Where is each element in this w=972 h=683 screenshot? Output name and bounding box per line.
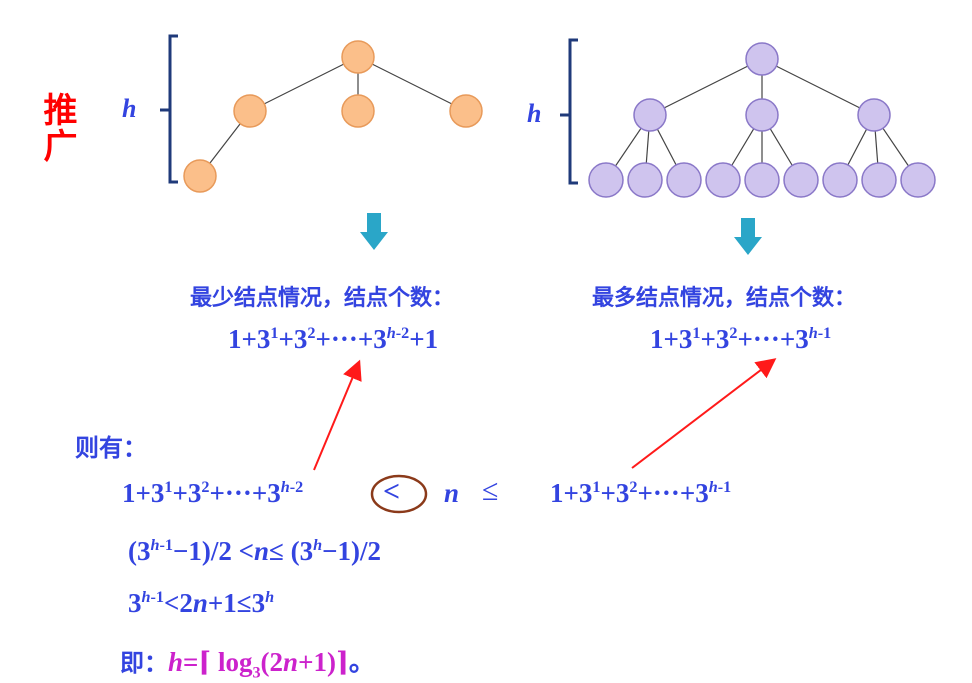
right-tree-node — [822, 162, 858, 198]
right-tree-node — [588, 162, 624, 198]
right-tree-node — [705, 162, 741, 198]
right-tree-node — [744, 162, 780, 198]
right-tree-node — [745, 42, 779, 76]
left-caption: 最少结点情况，结点个数： — [190, 286, 455, 311]
left-height-bracket — [160, 34, 178, 184]
left-down-arrow-icon — [360, 213, 388, 250]
right-formula: 1+31+32+···+3h-1 — [650, 324, 832, 354]
right-tree-node — [857, 98, 891, 132]
inequality-line-3: 3h-1<2n+1≤3h — [128, 588, 275, 618]
right-tree-node — [627, 162, 663, 198]
less-than-highlight-circle — [370, 474, 428, 514]
right-tree-node — [783, 162, 819, 198]
right-tree-node — [861, 162, 897, 198]
right-caption: 最多结点情况，结点个数： — [592, 286, 857, 311]
inequality-leq: ≤ — [482, 474, 499, 507]
right-height-bracket — [560, 38, 578, 185]
left-tree-node — [183, 159, 217, 193]
right-tree-node — [900, 162, 936, 198]
inequality-less-than: < — [383, 475, 401, 508]
right-down-arrow-icon — [734, 218, 762, 255]
red-arrow-left — [313, 359, 362, 471]
inequality-line-1-right: 1+31+32+···+3h-1 — [550, 478, 732, 508]
inequality-line-1-left: 1+31+32+···+3h-2 — [122, 478, 304, 508]
right-tree-node — [666, 162, 702, 198]
inequality-line-2: (3h-1−1)/2 <n≤ (3h−1)/2 — [128, 536, 382, 566]
inequality-n: n — [444, 478, 460, 508]
right-tree-node — [633, 98, 667, 132]
left-formula: 1+31+32+···+3h-2+1 — [228, 324, 439, 354]
left-tree-node — [341, 94, 375, 128]
right-height-label: h — [527, 99, 542, 128]
side-label: 推广 — [37, 92, 77, 164]
left-tree-node — [341, 40, 375, 74]
left-tree-node — [449, 94, 483, 128]
conclusion: 即：h=⌈ log3(2n+1)⌉。 — [120, 647, 376, 682]
then-label: 则有： — [75, 434, 147, 462]
left-height-label: h — [122, 94, 137, 123]
red-arrow-right — [631, 358, 777, 469]
right-tree-node — [745, 98, 779, 132]
left-tree-node — [233, 94, 267, 128]
